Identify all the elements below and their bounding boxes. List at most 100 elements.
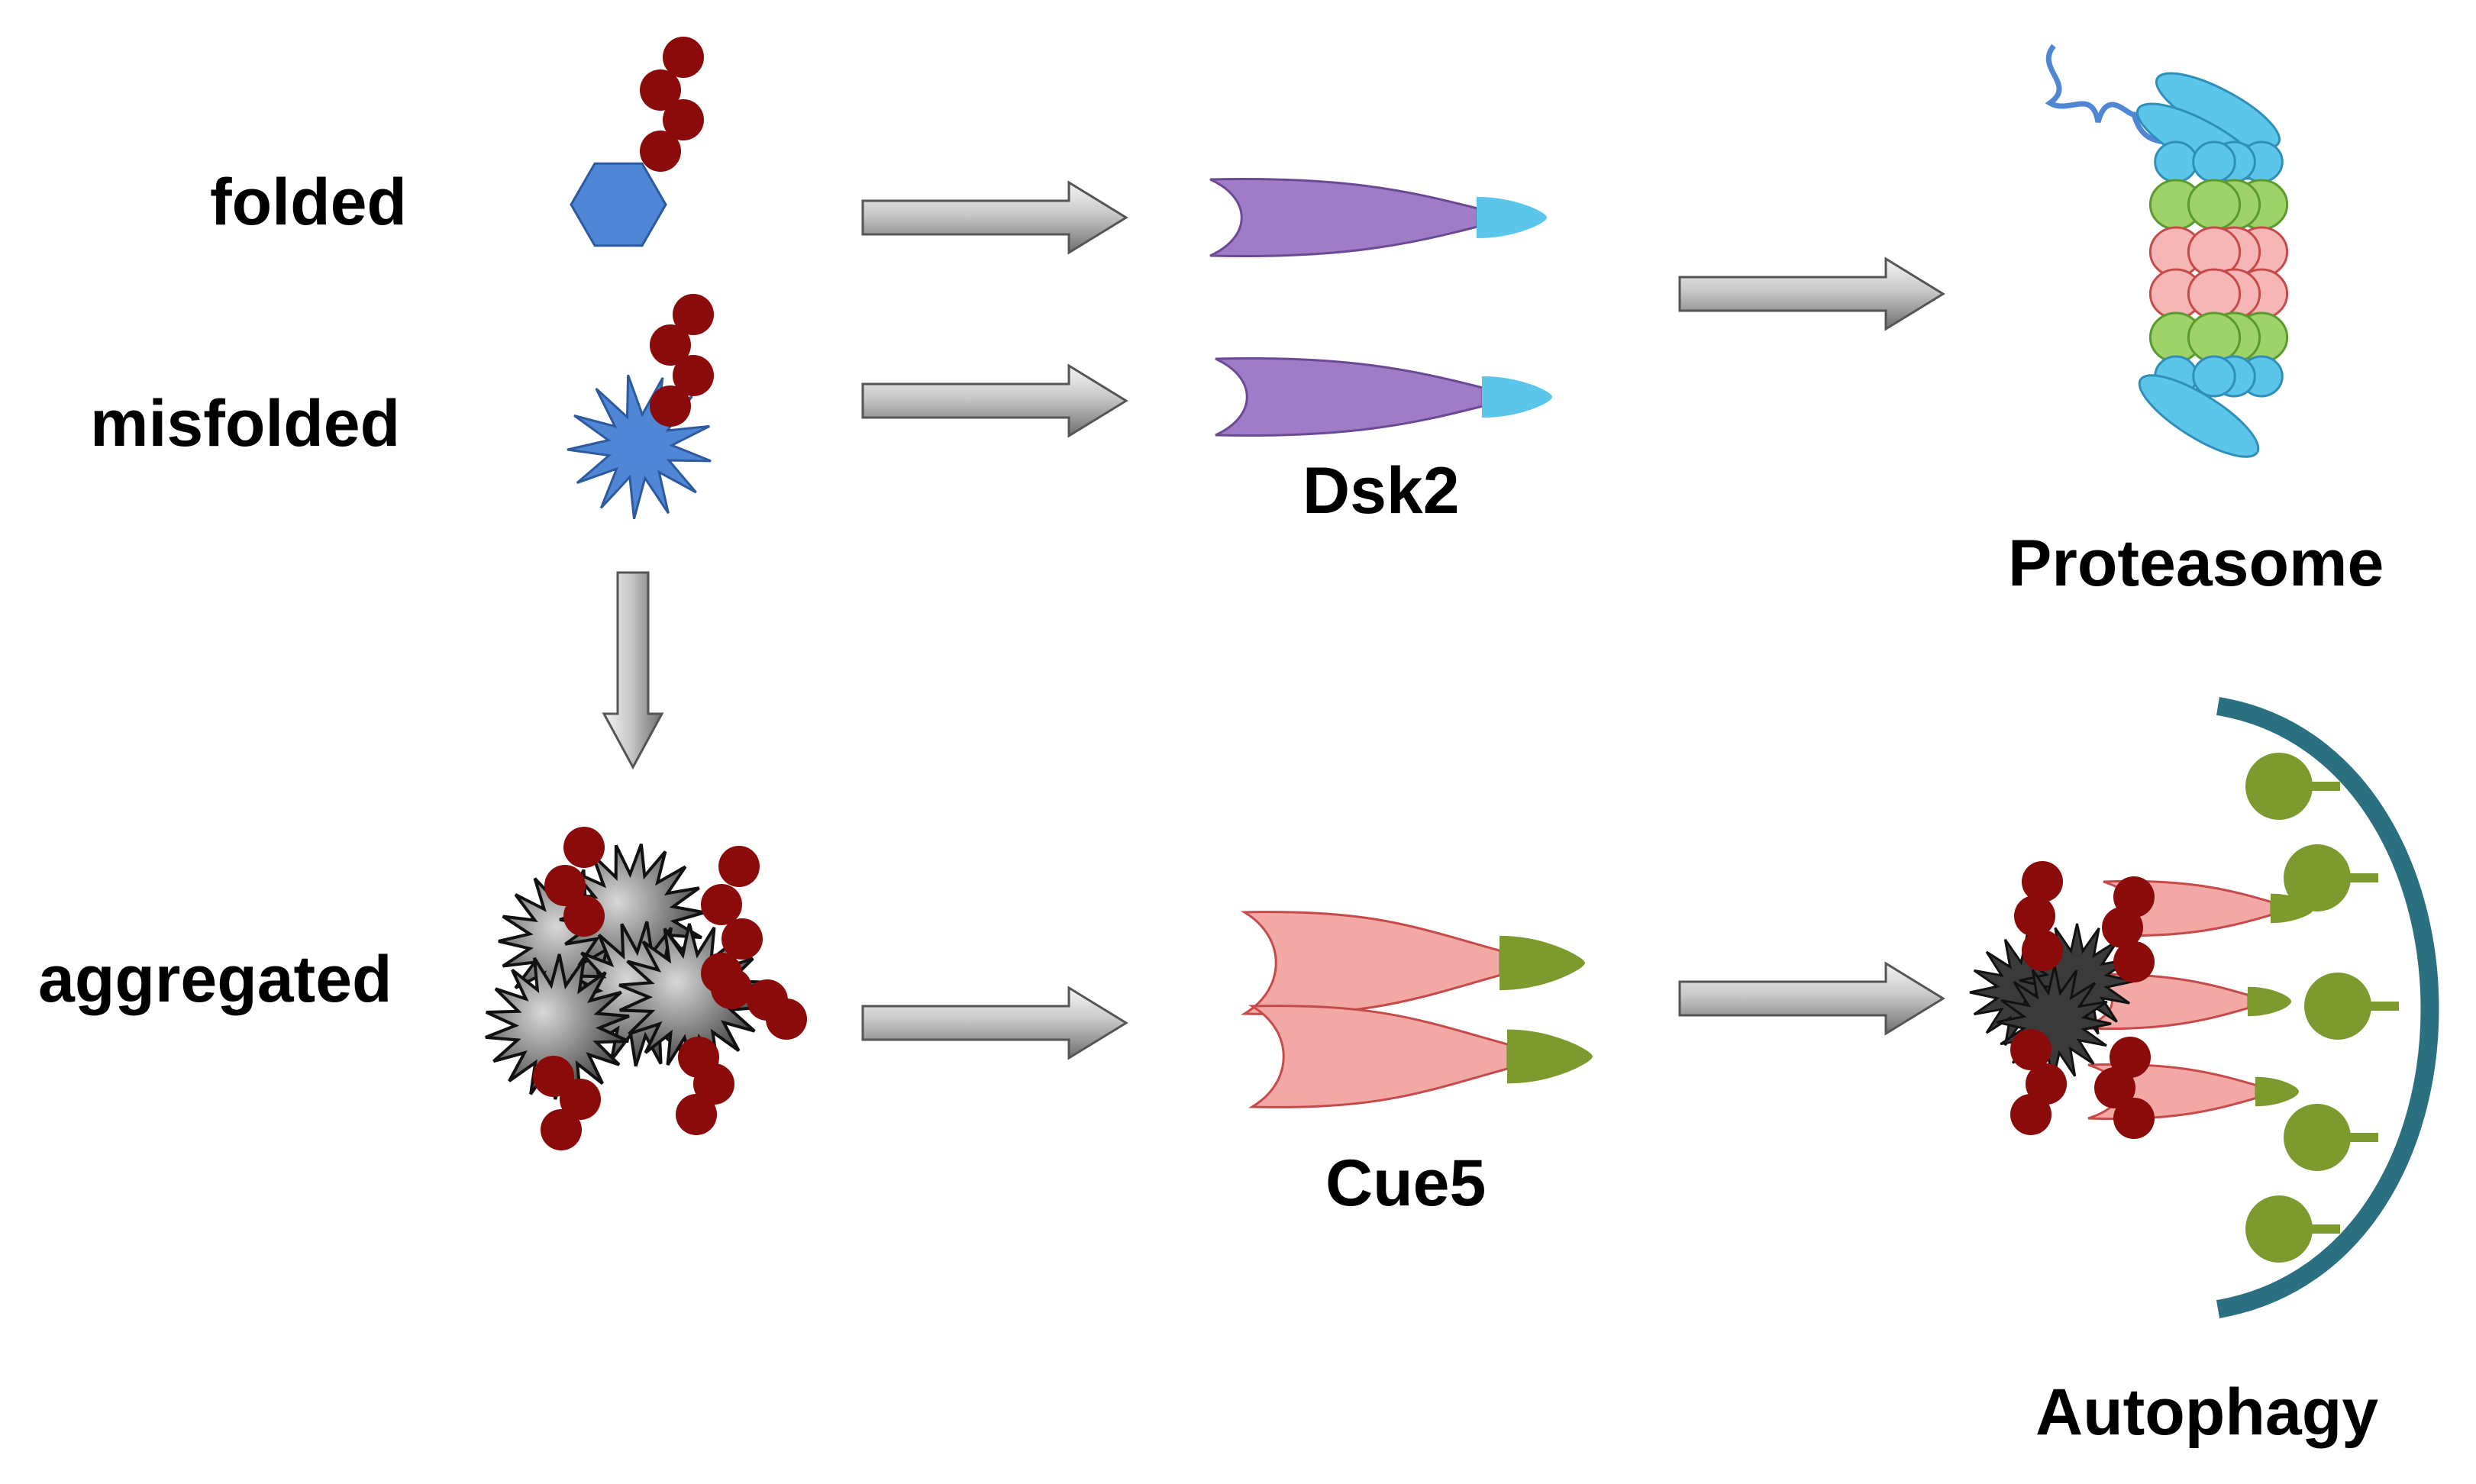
arrow-shape bbox=[861, 180, 1128, 255]
agg-ubiquitin-chain-bottom-right bbox=[676, 1037, 734, 1135]
arrow-misfolded-to-dsk2 bbox=[861, 363, 1128, 438]
ubiquitin-bead bbox=[560, 1079, 601, 1120]
arrow-misfolded-to-aggregated bbox=[602, 571, 664, 770]
cue5-receptor-top bbox=[1240, 911, 1586, 1015]
proteasome-subunit bbox=[2187, 268, 2242, 320]
aggregate-cluster-icon bbox=[485, 827, 807, 1150]
agg-ubiquitin-chain-top-left bbox=[544, 827, 605, 937]
dsk2-receptor-bottom bbox=[1215, 356, 1553, 437]
receptor-body bbox=[1248, 1005, 1509, 1108]
receptor-tip bbox=[2248, 986, 2292, 1017]
ubiquitin-bead bbox=[693, 1063, 734, 1105]
dsk2-receptor-top bbox=[1209, 177, 1548, 258]
ubiquitin-bead bbox=[711, 968, 752, 1009]
ubiquitin-bead bbox=[663, 99, 704, 140]
ubiquitin-bead bbox=[2010, 1094, 2051, 1135]
ubiquitin-bead bbox=[640, 131, 681, 172]
receptor-head bbox=[2284, 1104, 2351, 1171]
ubiquitin-bead bbox=[650, 386, 691, 427]
autophagy-ub-chain-2 bbox=[2102, 876, 2155, 982]
receptor-body bbox=[2080, 973, 2250, 1031]
arrow-cue5-to-autophagy bbox=[1678, 961, 1945, 1036]
ubiquitin-bead bbox=[544, 865, 586, 906]
autophagy-ub-chain-3 bbox=[2010, 1029, 2067, 1135]
receptor-tip bbox=[1482, 376, 1553, 418]
dsk2-receptor-icon bbox=[1209, 177, 1553, 437]
hexagon-protein bbox=[570, 162, 667, 247]
misfolded-label: misfolded bbox=[90, 387, 401, 460]
proteasome-subunit bbox=[2187, 311, 2242, 363]
agg-ubiquitin-chain-bottom-left bbox=[533, 1056, 601, 1150]
star-protein bbox=[567, 374, 712, 520]
ubiquitin-bead bbox=[2022, 861, 2063, 902]
receptor-body bbox=[1209, 177, 1479, 258]
autophagosome-membrane bbox=[2216, 697, 2439, 1318]
ubiquitin-bead bbox=[2113, 941, 2155, 982]
receptor-tip bbox=[1499, 935, 1586, 991]
ubiquitin-bead bbox=[2014, 895, 2055, 937]
cue5-bound-receptor bbox=[2080, 973, 2292, 1031]
proteasome-ring-2 bbox=[2148, 226, 2289, 278]
receptor-head bbox=[2304, 973, 2371, 1040]
arrow-aggregated-to-cue5 bbox=[861, 986, 1128, 1060]
ubiquitin-bead bbox=[2113, 1098, 2155, 1139]
ubiquitin-bead bbox=[2010, 1029, 2051, 1070]
ubiquitin-bead bbox=[663, 37, 704, 78]
ubiquitin-bead bbox=[650, 324, 691, 366]
ubiquitin-bead bbox=[2102, 907, 2143, 948]
autophagy-aggregate-star bbox=[1996, 965, 2112, 1081]
receptor-body bbox=[1215, 356, 1484, 437]
agg-ubiquitin-chain-right bbox=[711, 968, 807, 1040]
ubiquitin-bead bbox=[533, 1056, 574, 1097]
atg8-receptor bbox=[2245, 753, 2340, 820]
proteasome-ring-1 bbox=[2148, 179, 2289, 231]
cue5-label: Cue5 bbox=[1325, 1147, 1487, 1220]
proteasome-subunit bbox=[2192, 140, 2236, 183]
aggregate-star bbox=[485, 953, 630, 1100]
cue5-receptor-bottom bbox=[1248, 1005, 1593, 1108]
receptor-head bbox=[2245, 1195, 2313, 1263]
ubiquitin-bead bbox=[2026, 1063, 2067, 1105]
atg8-receptor bbox=[2245, 1195, 2340, 1263]
proteasome-ring-4 bbox=[2148, 311, 2289, 363]
receptor-body bbox=[1240, 911, 1502, 1015]
receptor-tip bbox=[2271, 893, 2315, 924]
autophagy-label: Autophagy bbox=[2035, 1376, 2379, 1449]
receptor-tip bbox=[1507, 1029, 1593, 1084]
proteasome-label: Proteasome bbox=[2008, 527, 2384, 600]
arrow-shape bbox=[861, 986, 1128, 1060]
ubiquitin-bead bbox=[541, 1109, 582, 1150]
proteasome-subunit bbox=[2154, 140, 2198, 183]
atg8-receptor bbox=[2284, 1104, 2378, 1171]
folded-label: folded bbox=[210, 166, 407, 239]
ubiquitin-bead bbox=[673, 294, 714, 335]
misfolded-ubiquitin-chain bbox=[650, 294, 714, 427]
receptor-tip bbox=[2255, 1076, 2300, 1107]
arrow-dsk2-to-proteasome bbox=[1678, 256, 1945, 331]
ubiquitin-bead bbox=[718, 846, 760, 887]
autophagosome-icon bbox=[1969, 697, 2439, 1318]
folded-protein-hexagon-icon bbox=[570, 37, 704, 247]
folded-ubiquitin-chain bbox=[640, 37, 704, 172]
proteasome-ring-0 bbox=[2154, 140, 2284, 183]
receptor-head bbox=[2284, 844, 2351, 911]
autophagy-ub-chain-1 bbox=[2014, 861, 2063, 971]
arrow-shape bbox=[1678, 256, 1945, 331]
ubiquitin-bead bbox=[673, 355, 714, 396]
ubiquitin-bead bbox=[2094, 1067, 2135, 1108]
ubiquitin-bead bbox=[2110, 1037, 2151, 1078]
ubiquitin-bead bbox=[563, 895, 605, 937]
ubiquitin-bead bbox=[676, 1094, 717, 1135]
proteasome-ring-3 bbox=[2148, 268, 2289, 320]
cue5-receptor-icon bbox=[1240, 911, 1593, 1108]
receptor-tip bbox=[1477, 196, 1548, 239]
proteasome-cap-bottom bbox=[2138, 374, 2260, 458]
atg8-receptor bbox=[2304, 973, 2399, 1040]
proteasome-icon bbox=[2045, 44, 2289, 458]
ubiquitin-bead bbox=[766, 998, 807, 1040]
unfolded-substrate-chain bbox=[2045, 44, 2223, 152]
atg8-receptor bbox=[2284, 844, 2378, 911]
autophagy-ub-chain-4 bbox=[2094, 1037, 2155, 1139]
